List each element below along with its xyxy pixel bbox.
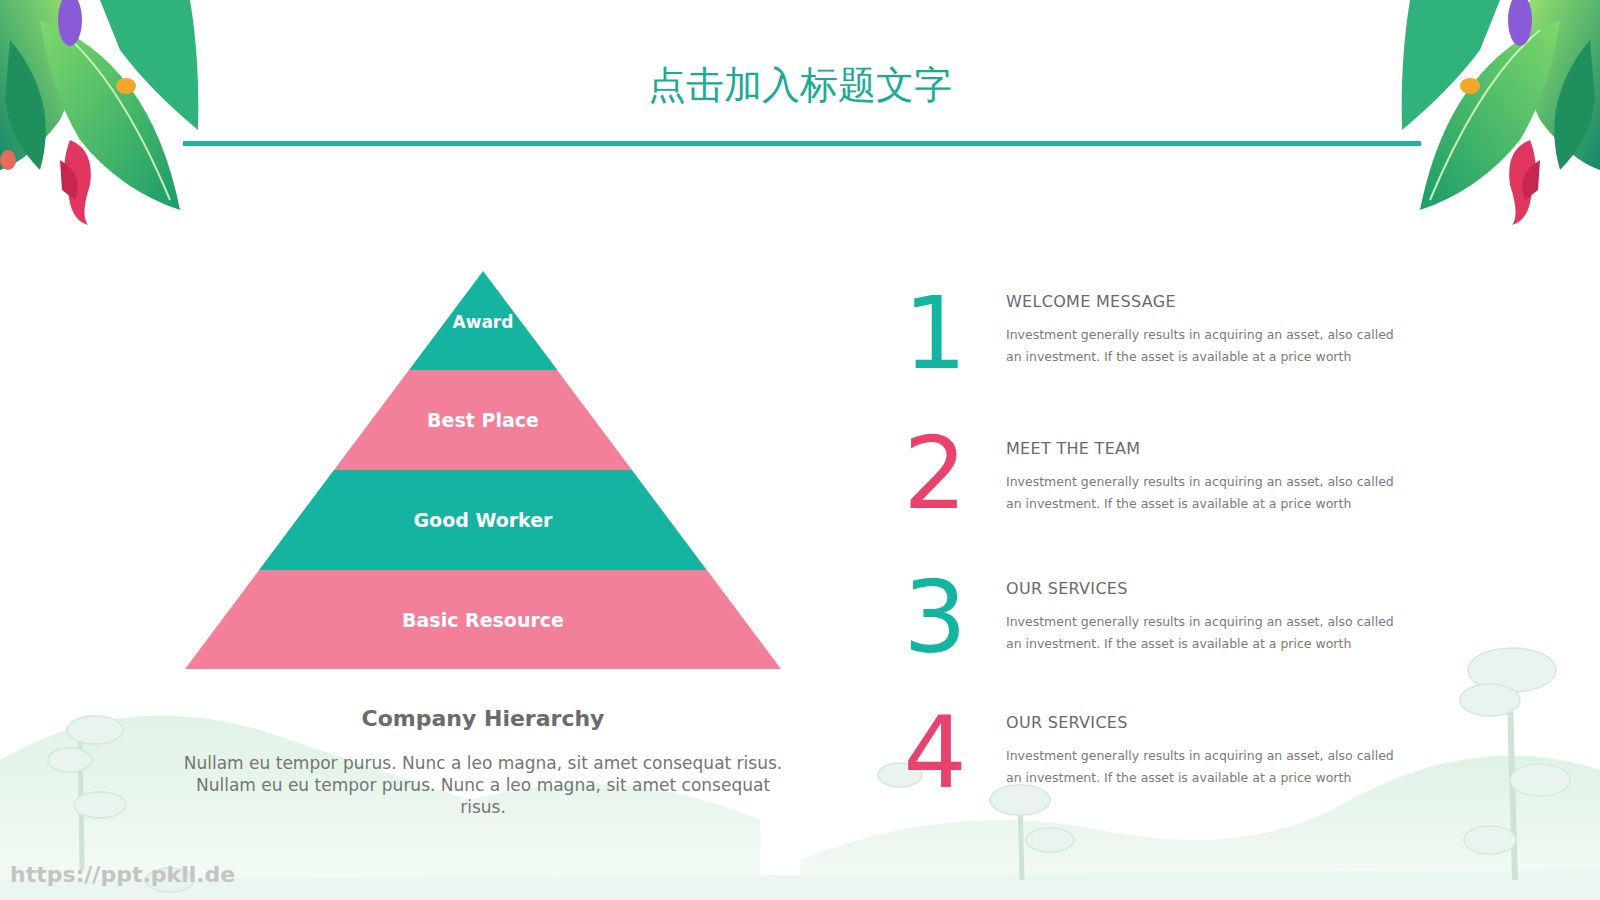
band-fill (185, 570, 781, 669)
band-label: Good Worker (413, 509, 552, 531)
leaf-cluster-right (1402, 0, 1600, 225)
band-label: Award (453, 312, 514, 332)
item-heading: MEET THE TEAM (1006, 439, 1426, 459)
callout-number: 2 (880, 424, 990, 524)
pyramid-band: Basic Resource (185, 570, 781, 669)
band-fill (409, 271, 557, 370)
hierarchy-body: Nullam eu tempor purus. Nunc a leo magna… (178, 752, 788, 818)
diagram-caption: Company Hierarchy (183, 704, 783, 734)
pyramid-band: Best Place (334, 370, 632, 470)
callout-number: 4 (880, 703, 990, 803)
item-heading: WELCOME MESSAGE (1006, 292, 1426, 312)
callout-number: 1 (880, 284, 990, 384)
item-body: Investment generally results in acquirin… (1006, 324, 1406, 368)
watermark: https://ppt.pkll.de (10, 862, 235, 888)
item-body: Investment generally results in acquirin… (1006, 611, 1406, 655)
band-fill (259, 470, 707, 570)
pyramid-band: Good Worker (259, 470, 707, 570)
hills (0, 715, 1600, 900)
band-label: Basic Resource (402, 609, 564, 631)
title-rule (183, 141, 1421, 146)
band-fill (334, 370, 632, 470)
leaf-cluster-left (0, 0, 198, 225)
item-heading: OUR SERVICES (1006, 579, 1426, 599)
band-label: Best Place (427, 409, 539, 431)
callout-number: 3 (880, 568, 990, 668)
slide-title: 点击加入标题文字 (0, 60, 1600, 110)
item-heading: OUR SERVICES (1006, 713, 1426, 733)
pyramid-band: Award (409, 271, 557, 370)
item-body: Investment generally results in acquirin… (1006, 471, 1406, 515)
item-body: Investment generally results in acquirin… (1006, 745, 1406, 789)
cloud-trees (48, 648, 1570, 892)
